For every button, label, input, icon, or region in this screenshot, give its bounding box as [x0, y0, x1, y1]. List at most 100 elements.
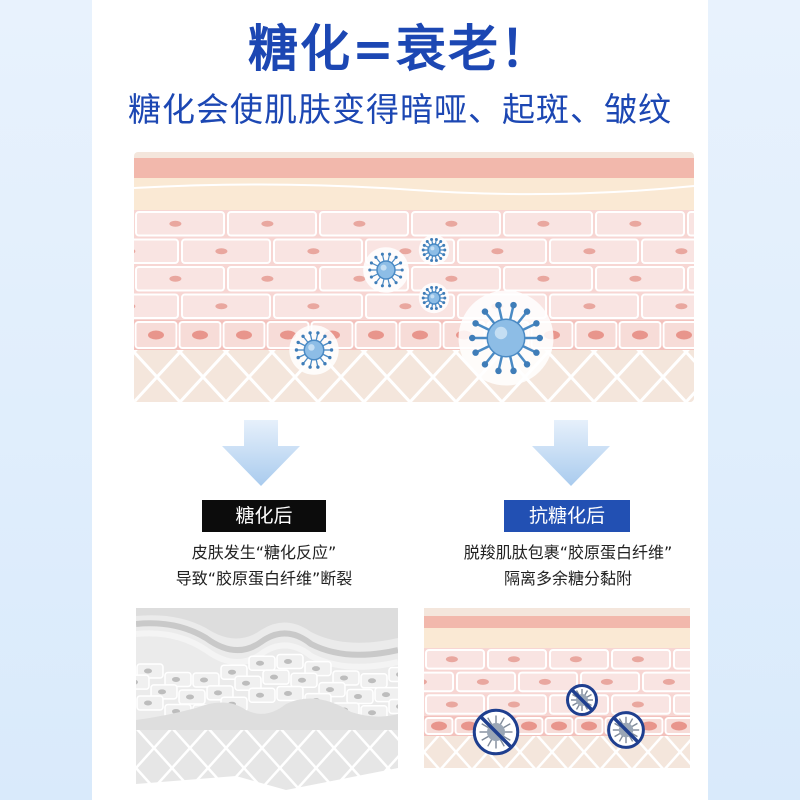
cell-nucleus: [583, 248, 596, 255]
grey-cell: [388, 698, 398, 715]
cell-nucleus: [476, 678, 489, 685]
virus-icon: [363, 247, 409, 293]
cell-nucleus: [242, 680, 250, 686]
skin-cell: [424, 671, 454, 693]
desc-line: 皮肤发生“糖化反应”: [191, 543, 337, 562]
down-arrow-icon: [222, 420, 300, 486]
cell-nucleus: [382, 692, 390, 698]
cell-nucleus: [632, 330, 648, 340]
desc-line: 脱羧肌肽包裹“胶原蛋白纤维”: [463, 543, 673, 562]
cell-nucleus: [396, 672, 398, 677]
cell-nucleus: [215, 248, 228, 255]
skin-cell: [687, 211, 694, 237]
cell-nucleus: [284, 691, 292, 697]
cell-nucleus: [445, 275, 458, 282]
cell-nucleus: [581, 721, 597, 731]
virus-icons: [289, 234, 554, 386]
virus-icon: [418, 282, 450, 314]
cell-nucleus: [538, 678, 551, 685]
cell-nucleus: [144, 668, 152, 674]
cell-nucleus: [445, 220, 458, 227]
cell-nucleus: [354, 694, 362, 700]
page-subtitle: 糖化会使肌肤变得暗哑、起斑、皱纹: [128, 90, 672, 129]
cell-nucleus: [307, 248, 320, 255]
cell-nucleus: [298, 677, 306, 683]
cell-nucleus: [631, 656, 644, 663]
cell-nucleus: [215, 303, 228, 310]
cell-nucleus: [412, 330, 428, 340]
cell-nucleus: [675, 248, 688, 255]
cell-nucleus: [261, 220, 274, 227]
cell-nucleus: [399, 303, 412, 310]
cell-nucleus: [445, 656, 458, 663]
cell-nucleus: [600, 678, 613, 685]
cell-nucleus: [340, 675, 348, 681]
cell-nucleus: [368, 330, 384, 340]
cell-nucleus: [671, 721, 687, 731]
cell-nucleus: [214, 690, 222, 696]
cell-nucleus: [307, 303, 320, 310]
virus-icon: [418, 234, 450, 266]
cell-nucleus: [312, 666, 320, 672]
page-title: 糖化=衰老！: [248, 20, 552, 78]
skin-cell: [673, 649, 690, 670]
cell-nucleus: [396, 704, 398, 709]
cell-nucleus: [228, 669, 236, 675]
prohibited-virus-icon: [566, 684, 598, 716]
cell-nucleus: [200, 677, 208, 683]
cell-nucleus: [192, 330, 208, 340]
cell-nucleus: [629, 275, 642, 282]
anti-glycation-tag: 抗糖化后: [504, 500, 630, 532]
after-glycation-tag: 糖化后: [202, 500, 326, 532]
grey-cell: [388, 666, 398, 683]
cell-nucleus: [144, 700, 152, 706]
cell-nucleus: [270, 674, 278, 680]
cell-nucleus: [169, 275, 182, 282]
cell-nucleus: [284, 659, 292, 665]
cell-nucleus: [537, 275, 550, 282]
cell-nucleus: [136, 680, 138, 685]
cell-nucleus: [353, 275, 366, 282]
cell-nucleus: [186, 694, 194, 700]
virus-icon: [458, 290, 554, 386]
cell-nucleus: [491, 248, 504, 255]
skin-cell-layer: [424, 649, 690, 715]
cell-nucleus: [507, 656, 520, 663]
cell-nucleus: [569, 656, 582, 663]
skin-cell-layer: [134, 211, 694, 319]
prohibited-virus-icons: [472, 684, 645, 756]
desc-line: 隔离多余糖分黏附: [503, 569, 632, 588]
virus-icon: [289, 325, 339, 375]
cell-nucleus: [551, 721, 567, 731]
cell-nucleus: [431, 721, 447, 731]
desc-line: 导致“胶原蛋白纤维”断裂: [175, 569, 353, 588]
prohibited-virus-icon: [472, 708, 520, 756]
cell-nucleus: [588, 330, 604, 340]
cell-nucleus: [256, 660, 264, 666]
cell-nucleus: [158, 689, 166, 695]
cell-nucleus: [172, 676, 180, 682]
cell-nucleus: [399, 248, 412, 255]
skin-cell: [673, 694, 690, 715]
cell-nucleus: [368, 710, 376, 716]
cell-nucleus: [521, 721, 537, 731]
cell-nucleus: [424, 679, 427, 685]
cell-nucleus: [461, 721, 477, 731]
cell-nucleus: [662, 678, 675, 685]
anti-glycation-description: 脱羧肌肽包裹“胶原蛋白纤维” 隔离多余糖分黏附: [418, 540, 718, 592]
skin-cell: [134, 293, 179, 319]
cell-nucleus: [445, 701, 458, 708]
cell-nucleus: [169, 220, 182, 227]
cell-nucleus: [629, 220, 642, 227]
cell-nucleus: [507, 701, 520, 708]
cell-nucleus: [148, 330, 164, 340]
basal-cell-layer: [424, 717, 690, 735]
cell-nucleus: [641, 721, 657, 731]
cell-nucleus: [676, 330, 692, 340]
cell-nucleus: [583, 303, 596, 310]
after-glycation-description: 皮肤发生“糖化反应” 导致“胶原蛋白纤维”断裂: [114, 540, 414, 592]
cell-nucleus: [631, 701, 644, 708]
cell-nucleus: [675, 303, 688, 310]
cell-nucleus: [537, 220, 550, 227]
